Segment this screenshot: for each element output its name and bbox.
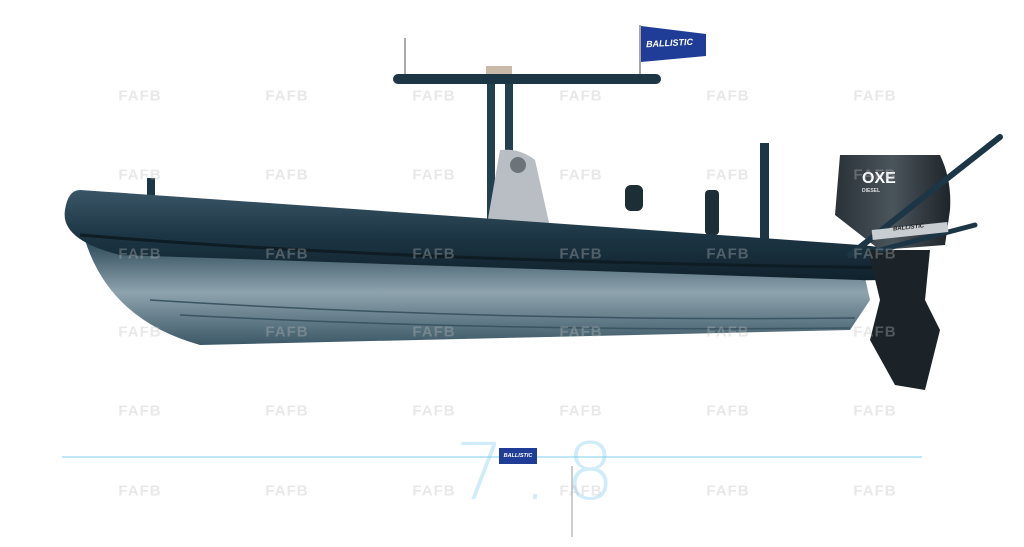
watermark: FAFB (706, 87, 750, 105)
t-top-frame (393, 74, 661, 84)
watermark: FAFB (412, 323, 456, 341)
watermark: FAFB (412, 245, 456, 263)
watermark: FAFB (853, 245, 897, 263)
watermark: FAFB (853, 323, 897, 341)
watermark: FAFB (412, 166, 456, 184)
length-label: 7.8 (455, 428, 634, 518)
watermark: FAFB (706, 323, 750, 341)
engine-brand: OXE (862, 170, 896, 187)
watermark: FAFB (559, 482, 603, 500)
watermark: FAFB (118, 402, 162, 420)
watermark: FAFB (853, 166, 897, 184)
watermark: FAFB (412, 402, 456, 420)
watermark: FAFB (559, 87, 603, 105)
watermark: FAFB (706, 402, 750, 420)
watermark: FAFB (412, 87, 456, 105)
watermark: FAFB (706, 245, 750, 263)
watermark: FAFB (559, 245, 603, 263)
engine-type: DIESEL (862, 188, 881, 194)
watermark: FAFB (118, 166, 162, 184)
watermark: FAFB (853, 482, 897, 500)
watermark: FAFB (559, 166, 603, 184)
watermark: FAFB (265, 323, 309, 341)
watermark: FAFB (559, 402, 603, 420)
watermark: FAFB (265, 482, 309, 500)
watermark: FAFB (118, 245, 162, 263)
watermark: FAFB (118, 87, 162, 105)
watermark: FAFB (265, 87, 309, 105)
flag (641, 26, 706, 62)
watermark: FAFB (118, 323, 162, 341)
watermark: FAFB (706, 482, 750, 500)
watermark: FAFB (265, 402, 309, 420)
watermark: FAFB (118, 482, 162, 500)
watermark: FAFB (412, 482, 456, 500)
inflatable-tube (64, 190, 923, 281)
watermark: FAFB (265, 166, 309, 184)
watermark: FAFB (706, 166, 750, 184)
watermark: FAFB (853, 402, 897, 420)
watermark: FAFB (559, 323, 603, 341)
watermark: FAFB (853, 87, 897, 105)
brand-logo: BALLISTIC (499, 448, 537, 464)
watermark: FAFB (265, 245, 309, 263)
